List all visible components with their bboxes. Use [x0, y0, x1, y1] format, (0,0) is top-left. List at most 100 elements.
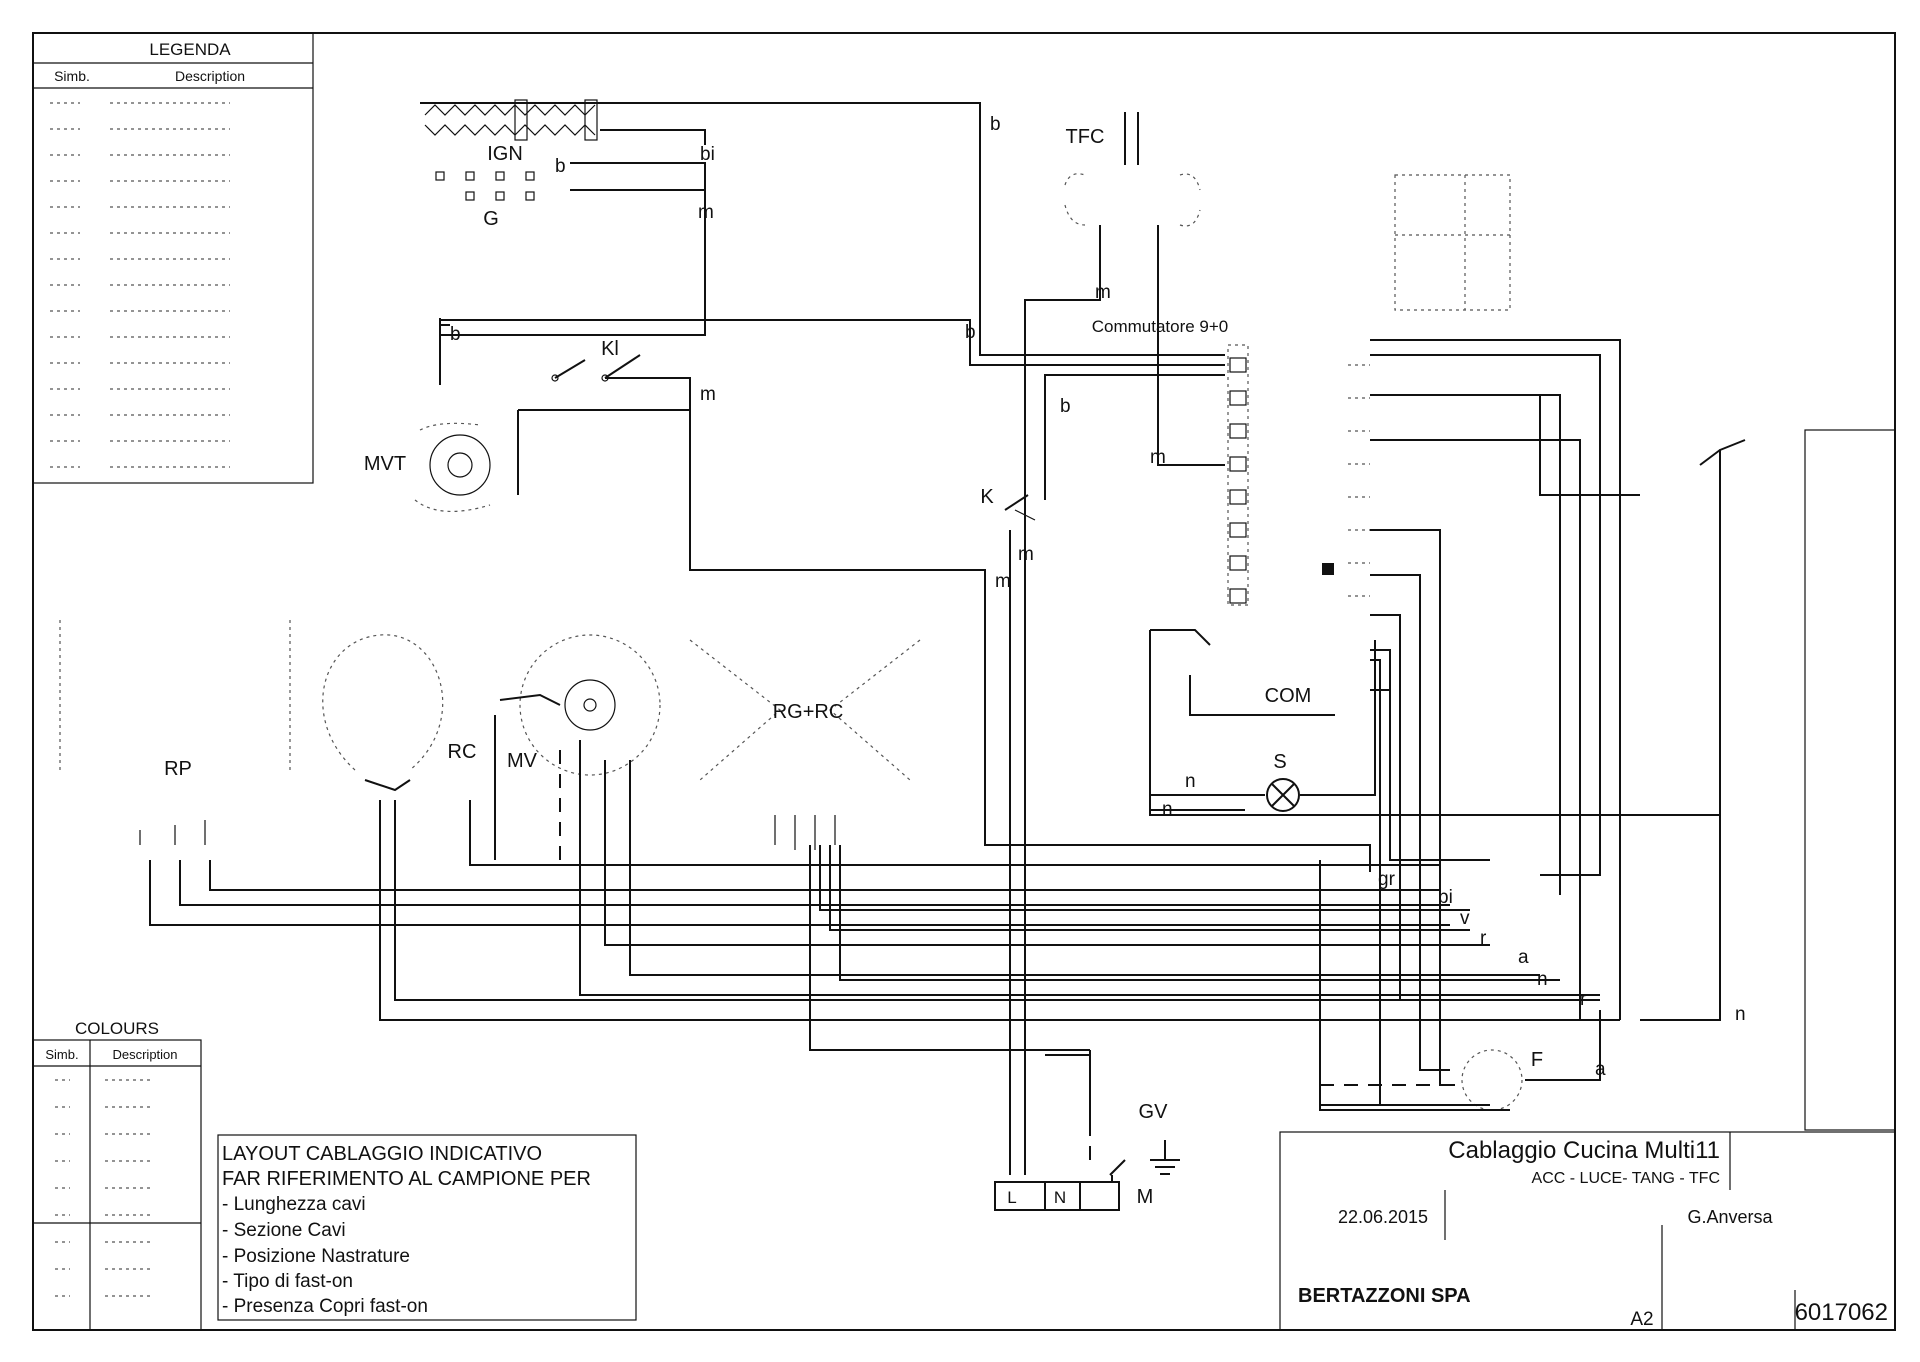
wire-layer	[149, 102, 1746, 1182]
k-label: K	[980, 486, 994, 508]
commutatore-label: Commutatore 9+0	[1092, 317, 1229, 336]
wire-label: m	[995, 571, 1011, 592]
wire-label: n	[1537, 969, 1548, 990]
mv-fan: MV	[507, 634, 661, 776]
colours-title: COLOURS	[75, 1019, 159, 1038]
g-label: G	[483, 208, 499, 230]
wire-label: m	[698, 202, 714, 223]
programmer-module	[1394, 174, 1511, 311]
s-lamp: S	[1266, 751, 1300, 812]
date-text: 22.06.2015	[1338, 1207, 1428, 1227]
note-line1: LAYOUT CABLAGGIO INDICATIVO	[222, 1143, 542, 1165]
mvt-motor: MVT	[364, 422, 491, 512]
wire	[1525, 1010, 1601, 1081]
company-text: BERTAZZONI SPA	[1298, 1285, 1471, 1307]
wire-label: r	[1480, 928, 1487, 949]
title-block: Cablaggio Cucina Multi11 ACC - LUCE- TAN…	[1279, 1131, 1896, 1331]
wire-label: n	[1735, 1004, 1746, 1025]
wire-label: bi	[1438, 887, 1453, 908]
wire	[179, 860, 1450, 906]
f-thermostat: F	[1461, 1049, 1543, 1111]
f-label: F	[1531, 1049, 1543, 1071]
wire-label: b	[555, 156, 566, 177]
wire	[1319, 1085, 1510, 1111]
note-box: LAYOUT CABLAGGIO INDICATIVO FAR RIFERIME…	[217, 1134, 637, 1321]
terminal-block: L N M	[994, 1181, 1154, 1211]
legend-title: LEGENDA	[149, 40, 231, 59]
wire	[1149, 439, 1746, 816]
note-line2: FAR RIFERIMENTO AL CAMPIONE PER	[222, 1168, 591, 1190]
commutatore-marker	[1322, 563, 1334, 575]
wire-label: n	[1162, 799, 1173, 820]
wire-label: m	[1150, 447, 1166, 468]
wire	[1370, 529, 1455, 1086]
side-strip	[1804, 429, 1896, 1131]
wire	[469, 800, 1440, 866]
wire-label: a	[1595, 1059, 1606, 1080]
wire	[1370, 339, 1621, 1020]
k-switch: K	[980, 486, 1036, 521]
wire	[1045, 1054, 1091, 1130]
wire	[839, 845, 1560, 981]
rg-rc-element: RG+RC	[689, 639, 921, 850]
terminal-n: N	[1054, 1188, 1066, 1207]
wire-label: a	[1518, 947, 1529, 968]
wire	[379, 800, 1620, 1021]
wire-label: b	[1060, 396, 1071, 417]
commutatore-pin-left	[1229, 357, 1247, 373]
note-item: - Sezione Cavi	[222, 1220, 346, 1241]
kl-label: Kl	[601, 338, 619, 360]
wire-label: m	[1095, 282, 1111, 303]
colours-table: COLOURS Simb. Description	[32, 1019, 202, 1331]
wire-label: r	[1580, 989, 1587, 1010]
tfc-label: TFC	[1066, 126, 1105, 148]
commutatore-pin-left	[1229, 522, 1247, 538]
wire	[819, 845, 1470, 911]
colours-col-simb: Simb.	[45, 1047, 78, 1062]
wire	[1640, 815, 1721, 1021]
note-item: - Posizione Nastrature	[222, 1246, 410, 1267]
s-label: S	[1273, 751, 1286, 773]
wire-label: b	[965, 322, 976, 343]
wire	[629, 760, 1540, 976]
format-text: A2	[1630, 1309, 1653, 1330]
wire	[1157, 225, 1225, 466]
wire	[1189, 675, 1335, 716]
wire	[1044, 374, 1225, 500]
wire	[209, 860, 1440, 891]
colours-col-desc: Description	[112, 1047, 177, 1062]
title-text: Cablaggio Cucina Multi11	[1448, 1137, 1720, 1164]
rg-rc-label: RG+RC	[773, 701, 844, 723]
legend-col-simb: Simb.	[54, 68, 90, 84]
terminal-l: L	[1007, 1188, 1016, 1207]
wire	[149, 860, 1450, 926]
subtitle-text: ACC - LUCE- TANG - TFC	[1532, 1170, 1720, 1187]
legend-col-desc: Description	[175, 68, 245, 84]
commutatore-pin-left	[1229, 489, 1247, 505]
rc-label: RC	[448, 741, 477, 763]
wire-label: m	[1018, 544, 1034, 565]
wire-label: b	[990, 114, 1001, 135]
rc-element: RC	[322, 634, 477, 792]
note-item: - Presenza Copri fast-on	[222, 1296, 428, 1317]
wire	[499, 693, 561, 706]
wire	[605, 377, 1371, 872]
wire	[1370, 354, 1601, 876]
terminal-m: M	[1137, 1186, 1154, 1208]
wire	[600, 129, 706, 145]
g-connector: G	[435, 171, 535, 230]
tfc-thermal-cutout: TFC	[1064, 112, 1201, 227]
kl-switch: Kl	[551, 338, 641, 382]
rp-element: RP	[59, 620, 291, 845]
wire-label: v	[1460, 908, 1470, 929]
wire	[439, 162, 706, 385]
commutatore-pin-left	[1229, 555, 1247, 571]
wire	[1149, 630, 1265, 796]
commutatore-pin-left	[1229, 390, 1247, 406]
wire-label: m	[700, 384, 716, 405]
commutatore-switch: Commutatore 9+0 COM	[1092, 317, 1370, 707]
wire	[420, 102, 1225, 356]
com-label: COM	[1265, 685, 1312, 707]
